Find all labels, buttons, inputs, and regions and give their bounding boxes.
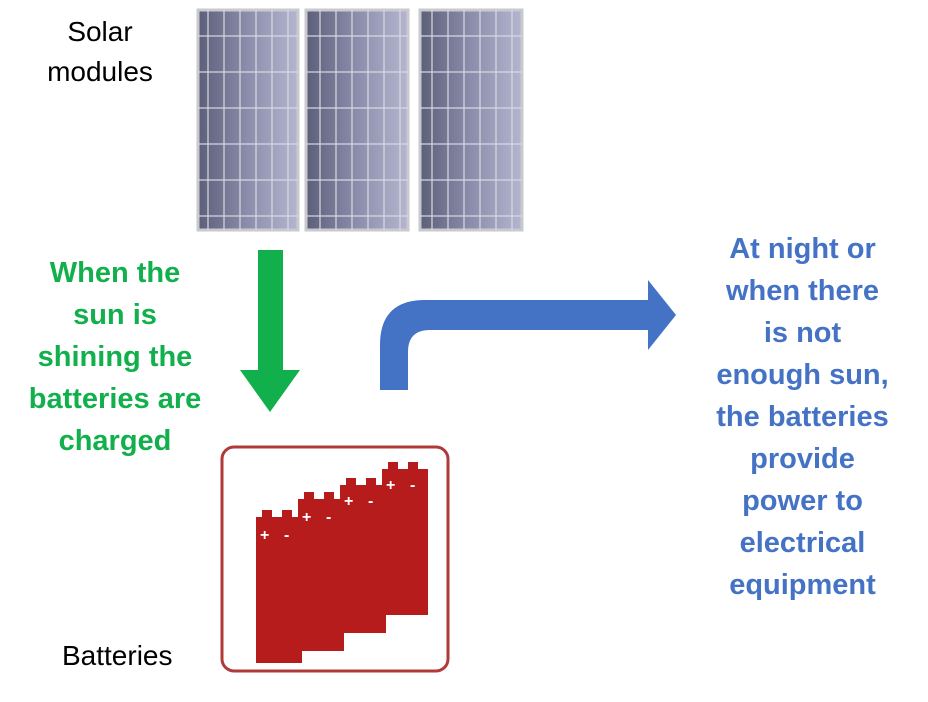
battery-4-plus: + <box>386 477 395 494</box>
charging-note: When the sun is shining the batteries ar… <box>28 257 202 457</box>
battery-3-plus: + <box>344 493 353 510</box>
discharge-arrow <box>380 280 676 390</box>
battery-2-minus: - <box>326 509 331 526</box>
battery-cell-4 <box>382 462 428 615</box>
solar-modules-label: Solar modules <box>47 16 153 87</box>
battery-3-minus: - <box>368 493 373 510</box>
solar-panel-1 <box>196 8 300 232</box>
solar-panel-3 <box>418 8 524 232</box>
battery-4-minus: - <box>410 477 415 494</box>
battery-2-plus: + <box>302 509 311 526</box>
battery-cell-3 <box>340 478 386 633</box>
discharging-note: At night or when there is not enough sun… <box>716 233 889 601</box>
solar-panel-2 <box>304 8 410 232</box>
charge-arrow <box>240 250 300 412</box>
battery-cell-1 <box>256 510 302 663</box>
battery-cell-2 <box>298 492 344 651</box>
batteries-label: Batteries <box>62 640 173 671</box>
battery-1-minus: - <box>284 527 289 544</box>
battery-1-plus: + <box>260 527 269 544</box>
